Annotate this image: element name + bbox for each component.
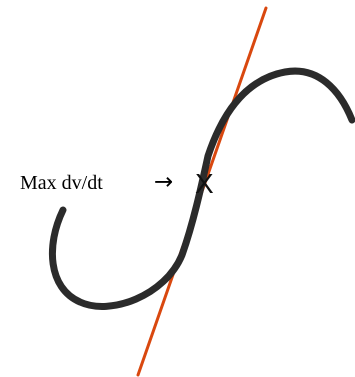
s-curve [49, 67, 355, 310]
right-arrow-icon: → [154, 169, 173, 195]
x-marker-icon: X [195, 168, 214, 199]
max-dvdt-label: Max dv/dt [20, 172, 103, 194]
